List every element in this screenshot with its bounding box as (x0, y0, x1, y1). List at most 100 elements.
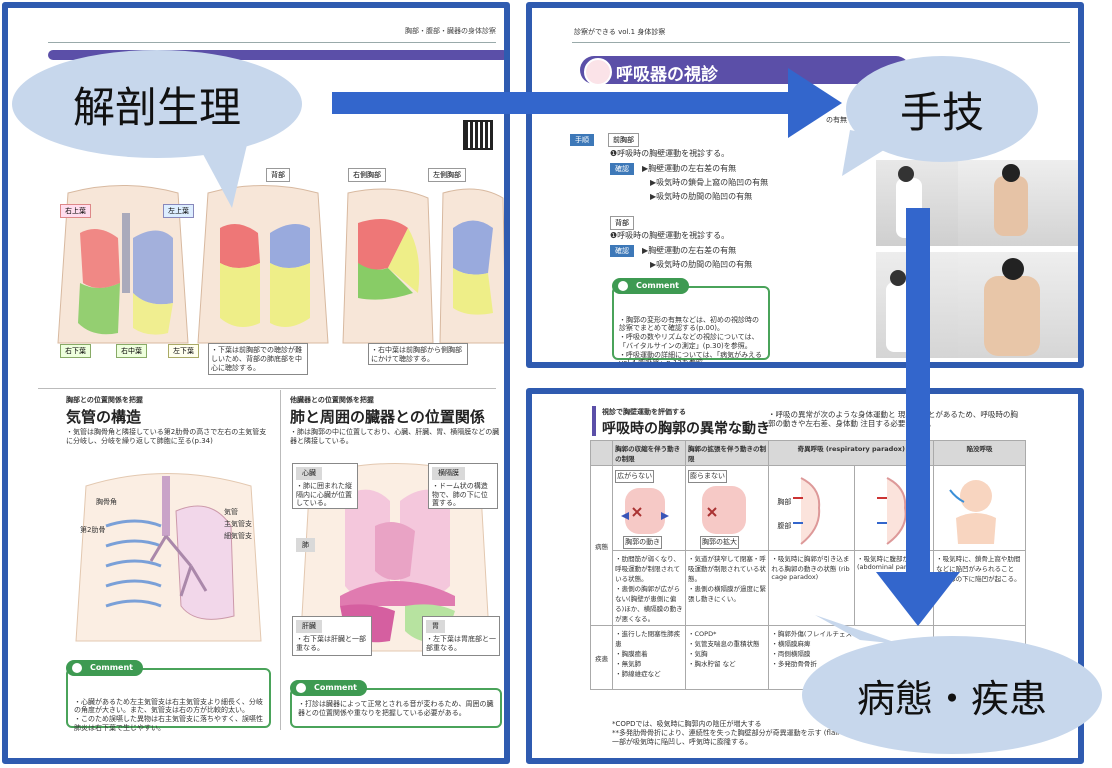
section2-kicker: 他臓器との位置関係を把握 (290, 396, 374, 404)
confirm-tag-1: 確認 (610, 163, 634, 175)
page-header: 胸部・腹部・臓器の身体診察 (405, 27, 496, 35)
box-stomach-title: 胃 (426, 620, 445, 633)
photo-front-exam (876, 160, 958, 246)
label-rll: 右下葉 (60, 344, 91, 358)
trachea-illustration (75, 473, 262, 642)
table-corner (589, 440, 614, 466)
back-view-figure (197, 185, 329, 344)
paradox-abdomen-figure (876, 477, 907, 545)
step-tag: 手順 (570, 134, 594, 146)
box-heart-title: 心臓 (296, 467, 322, 480)
label-bronchiole: 細気管支 (224, 532, 252, 540)
label-main-bronchus: 主気管支 (224, 520, 252, 528)
top-right-fragment: の有無 (826, 116, 847, 124)
qr-code-icon[interactable] (463, 120, 493, 150)
cell-fig-3b (853, 465, 935, 551)
check-3: ▶吸気時の肋間の陥凹の有無 (650, 192, 753, 201)
page-header: 診察ができる vol.1 身体診察 (574, 28, 666, 36)
bubble-technique: 手技 (846, 56, 1038, 162)
photo-front-patient (958, 160, 1078, 246)
photo-back-exam (876, 252, 958, 358)
cell-disease-2: ・COPD* ・気管支喘息の重積状態 ・気胸 ・胸水貯留 など (685, 625, 770, 690)
abnormal-motion-table: 胸郭の収縮を伴う動きの制限 胸郭の拡張を伴う動きの制限 奇異呼吸 (respir… (589, 440, 1026, 690)
section-title: 呼吸時の胸郭の異常な動き (602, 421, 770, 437)
cell-pathology-2: ・気道が狭窄して閉塞・呼吸運動が制限されている状態。 ・患側の横隔膜が過度に緊張… (685, 550, 770, 626)
section-kicker: 視診で胸壁運動を評価する (602, 408, 686, 416)
label-lll: 左下葉 (168, 344, 199, 358)
bubble-anatomy: 解剖生理 (12, 50, 302, 158)
box-stomach-body: ・左下葉は胃底部と一部重なる。 (426, 634, 496, 652)
note-lower-lobe: ・下葉は前胸部での聴診が難しいため、背部の肺底部を中心に聴診する。 (208, 343, 308, 375)
right-side-figure (342, 188, 434, 344)
comment-trachea: Comment ・心臓があるため左主気管支は右主気管支より細長く、分岐の角度が大… (66, 660, 271, 732)
check-2: ▶吸気時の鎖骨上窩の陥凹の有無 (650, 178, 769, 187)
lung-lobe-illustrations (57, 185, 504, 344)
chest-restriction-figure (621, 488, 670, 534)
section2-body: ・肺は胸郭の中に位置しており、心臓、肝臓、胃、横隔膜などの臓器と隣接している。 (290, 428, 500, 445)
label-chest: 胸部 (777, 498, 792, 506)
section2-title: 肺と周囲の臓器との位置関係 (290, 408, 485, 426)
box-liver-title: 肝臓 (296, 620, 322, 633)
label-trachea: 気管 (224, 508, 238, 516)
section-rule (38, 388, 496, 389)
section-intro: ・呼吸の異常が次のような身体運動と 現れることがあるため、呼吸時の胸郭の動きや左… (768, 410, 1018, 429)
label-lul: 左上葉 (163, 204, 194, 218)
row-label-pathology: 病態 (589, 465, 614, 626)
comment-label: Comment (66, 660, 143, 676)
label-abdomen: 腹部 (777, 522, 792, 530)
left-side-figure (439, 188, 504, 344)
comment-organs-text: ・打診は臓器によって正常とされる音が変わるため、周囲の臓器との位置関係や重なりを… (298, 700, 494, 717)
label-2nd-rib: 第2肋骨 (80, 526, 106, 534)
box-heart-body: ・肺に囲まれた縦隔内に心臓が位置している。 (296, 481, 352, 508)
paradox-chest-figure (793, 477, 821, 545)
header-rule (48, 42, 496, 43)
page-title: 呼吸器の視診 (616, 65, 718, 85)
box-liver-body: ・右下葉は肝臓と一部重なる。 (296, 634, 366, 652)
comment-organs: Comment ・打診は臓器によって正常とされる音が変わるため、周囲の臓器との位… (290, 680, 502, 728)
front-chest-tag: 前胸部 (608, 133, 639, 147)
bubble-pathology: 病態・疾患 (802, 636, 1102, 754)
label-right-chest: 右側胸部 (348, 168, 386, 182)
cell-pathology-1: ・肋間筋が弱くなり、呼吸運動が制限されている状態。 ・患側の胸郭が広がらない(胸… (612, 550, 687, 626)
column-rule (280, 390, 281, 730)
title-accent-bar (592, 406, 596, 436)
label-sternal-angle: 胸骨角 (96, 498, 117, 506)
label-chest-expansion: 胸郭の拡大 (700, 536, 740, 549)
check-5: ▶吸気時の肋間の陥凹の有無 (650, 260, 753, 269)
box-diaphragm-body: ・ドーム状の構造物で、肺の下に位置する。 (432, 481, 488, 508)
page-technique: 診察ができる vol.1 身体診察 呼吸器の視診 の有無 手順 前胸部 ❶呼吸時… (526, 2, 1084, 368)
step1-text: ❶呼吸時の胸壁運動を視診する。 (610, 149, 730, 158)
col-header-2: 胸郭の拡張を伴う動きの制限 (685, 440, 770, 466)
label-chest-motion: 胸郭の動き (623, 536, 663, 549)
section1-body-text: ・気管は胸骨角と隣接している第2肋骨の高さで左右の主気管支に分岐し、分岐を繰り返… (66, 428, 267, 445)
front-view-figure (57, 185, 189, 344)
cell-fig-3: 胸部 腹部 (768, 465, 855, 551)
label-rul: 右上葉 (60, 204, 91, 218)
label-not-inflate: 膨らまない (688, 470, 728, 483)
section1-ref: (p.34) (191, 436, 213, 445)
comment-technique-text: ・胸郭の変形の有無などは、初めの視診時の診察でまとめて確認する(p.00)。 ・… (619, 315, 762, 368)
comment-technique: Comment ・胸郭の変形の有無などは、初めの視診時の診察でまとめて確認する(… (612, 278, 770, 362)
comment-label: Comment (290, 680, 367, 696)
lungs-icon (584, 58, 612, 86)
label-lung: 肺 (296, 538, 315, 552)
label-rml: 右中葉 (116, 344, 147, 358)
photo-back-patient (958, 252, 1078, 358)
cell-pathology-4: ・吸気時に、鎖骨上窩や肋間などに陥凹がみられること ・胸部の下に陥凹が起こる。 (933, 550, 1026, 626)
box-diaphragm: 横隔膜 ・ドーム状の構造物で、肺の下に位置する。 (428, 463, 498, 509)
col-header-4: 陥没呼吸 (933, 440, 1026, 466)
section1-body: ・気管は胸骨角と隣接している第2肋骨の高さで左右の主気管支に分岐し、分岐を繰り返… (66, 428, 271, 446)
check-1: ▶胸壁運動の左右差の有無 (642, 164, 737, 173)
section1-kicker: 胸部との位置関係を把握 (66, 396, 143, 404)
step2-text: ❶呼吸時の胸壁運動を視診する。 (610, 231, 730, 240)
box-heart: 心臓 ・肺に囲まれた縦隔内に心臓が位置している。 (292, 463, 358, 509)
label-left-chest: 左側胸部 (428, 168, 466, 182)
cell-pathology-3: ・吸気時に胸郭が引き込まれる胸郭の動きの状態 (rib cage paradox… (768, 550, 855, 626)
title-banner (48, 50, 504, 60)
cell-pathology-3b: ・吸気時に腹部が (abdominal paradox) (853, 550, 935, 626)
header-rule (572, 42, 1070, 43)
check-4: ▶胸壁運動の左右差の有無 (642, 246, 737, 255)
box-diaphragm-title: 横隔膜 (432, 467, 465, 480)
box-liver: 肝臓 ・右下葉は肝臓と一部重なる。 (292, 616, 372, 656)
box-stomach: 胃 ・左下葉は胃底部と一部重なる。 (422, 616, 500, 656)
